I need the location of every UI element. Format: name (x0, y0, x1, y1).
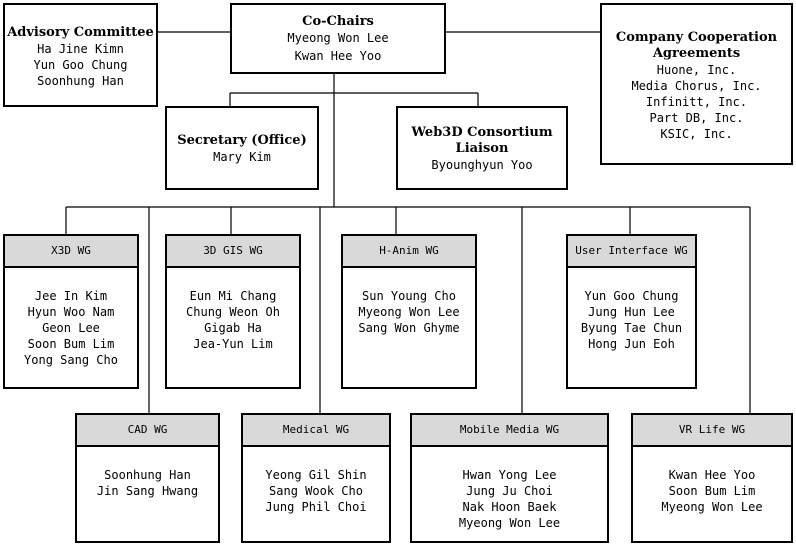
member: Myeong Won Lee (287, 31, 389, 45)
web3d-liaison-box: Web3D Consortium Liaison Byounghyun Yoo (396, 106, 568, 190)
member: Jung Phil Choi (265, 500, 367, 514)
member: Soon Bum Lim (668, 484, 756, 498)
wg-vr-life: VR Life WG Kwan Hee Yoo Soon Bum Lim Mye… (631, 413, 793, 543)
member: Jin Sang Hwang (96, 484, 199, 498)
web3d-liaison-title-line2: Liaison (455, 141, 509, 156)
wg-h-anim-title: H-Anim WG (343, 236, 475, 268)
co-chairs-box: Co-Chairs Myeong Won Lee Kwan Hee Yoo (230, 3, 446, 74)
member: Soon Bum Lim (27, 337, 115, 351)
member: Soonhung Han (104, 468, 191, 482)
member: Jung Hun Lee (588, 305, 675, 319)
member: Hwan Yong Lee (462, 468, 557, 482)
member: Hyun Woo Nam (27, 305, 115, 319)
member: Byung Tae Chun (580, 321, 683, 335)
member: Chung Weon Oh (186, 305, 280, 319)
member: Sang Won Ghyme (358, 321, 460, 335)
member: Yun Goo Chung (584, 289, 679, 303)
wg-mobile-media: Mobile Media WG Hwan Yong Lee Jung Ju Ch… (410, 413, 609, 543)
member: Myeong Won Lee (661, 500, 763, 514)
member: Kwan Hee Yoo (668, 468, 756, 482)
wg-h-anim: H-Anim WG Sun Young Cho Myeong Won Lee S… (341, 234, 477, 389)
member: Sun Young Cho (362, 289, 456, 303)
wg-cad: CAD WG Soonhung Han Jin Sang Hwang (75, 413, 220, 543)
web3d-liaison-title-line1: Web3D Consortium (411, 125, 553, 140)
member: Media Chorus, Inc. (631, 79, 762, 93)
wg-medical: Medical WG Yeong Gil Shin Sang Wook Cho … (241, 413, 391, 543)
secretary-box: Secretary (Office) Mary Kim (165, 106, 319, 190)
member: Geon Lee (42, 321, 100, 335)
member: Jee In Kim (34, 289, 108, 303)
advisory-committee-box: Advisory Committee Ha Jine Kimn Yun Goo … (3, 3, 158, 107)
member: Jung Ju Choi (466, 484, 553, 498)
member: Huone, Inc. (656, 63, 737, 77)
wg-3d-gis-title: 3D GIS WG (167, 236, 299, 268)
member: KSIC, Inc. (660, 127, 733, 141)
company-cooperation-title-line2: Agreements (652, 46, 741, 61)
co-chairs-title: Co-Chairs (302, 14, 374, 29)
company-cooperation-title-line1: Company Cooperation (615, 30, 778, 45)
member: Myeong Won Lee (458, 516, 561, 530)
wg-medical-title: Medical WG (243, 415, 389, 447)
wg-user-interface: User Interface WG Yun Goo Chung Jung Hun… (566, 234, 697, 389)
wg-3d-gis: 3D GIS WG Eun Mi Chang Chung Weon Oh Gig… (165, 234, 301, 389)
member: Byounghyun Yoo (431, 158, 533, 172)
member: Yeong Gil Shin (265, 468, 367, 482)
member: Myeong Won Lee (358, 305, 460, 319)
member: Eun Mi Chang (189, 289, 277, 303)
wg-x3d: X3D WG Jee In Kim Hyun Woo Nam Geon Lee … (3, 234, 139, 389)
member: Kwan Hee Yoo (294, 49, 382, 63)
member: Yong Sang Cho (24, 353, 118, 367)
member: Mary Kim (213, 150, 271, 164)
member: Jea-Yun Lim (193, 337, 273, 351)
member: Yun Goo Chung (33, 58, 128, 72)
member: Ha Jine Kimn (37, 42, 124, 56)
member: Soonhung Han (37, 74, 124, 88)
wg-vr-life-title: VR Life WG (633, 415, 791, 447)
wg-user-interface-title: User Interface WG (568, 236, 695, 268)
advisory-committee-title: Advisory Committee (7, 25, 154, 40)
secretary-title: Secretary (Office) (177, 133, 307, 148)
company-cooperation-box: Company Cooperation Agreements Huone, In… (600, 3, 793, 165)
wg-x3d-title: X3D WG (5, 236, 137, 268)
member: Hong Jun Eoh (588, 337, 675, 351)
member: Sang Wook Cho (269, 484, 363, 498)
member: Part DB, Inc. (649, 111, 744, 125)
member: Gigab Ha (204, 321, 262, 335)
member: Infinitt, Inc. (645, 95, 748, 109)
wg-cad-title: CAD WG (77, 415, 218, 447)
wg-mobile-media-title: Mobile Media WG (412, 415, 607, 447)
member: Nak Hoon Baek (462, 500, 557, 514)
